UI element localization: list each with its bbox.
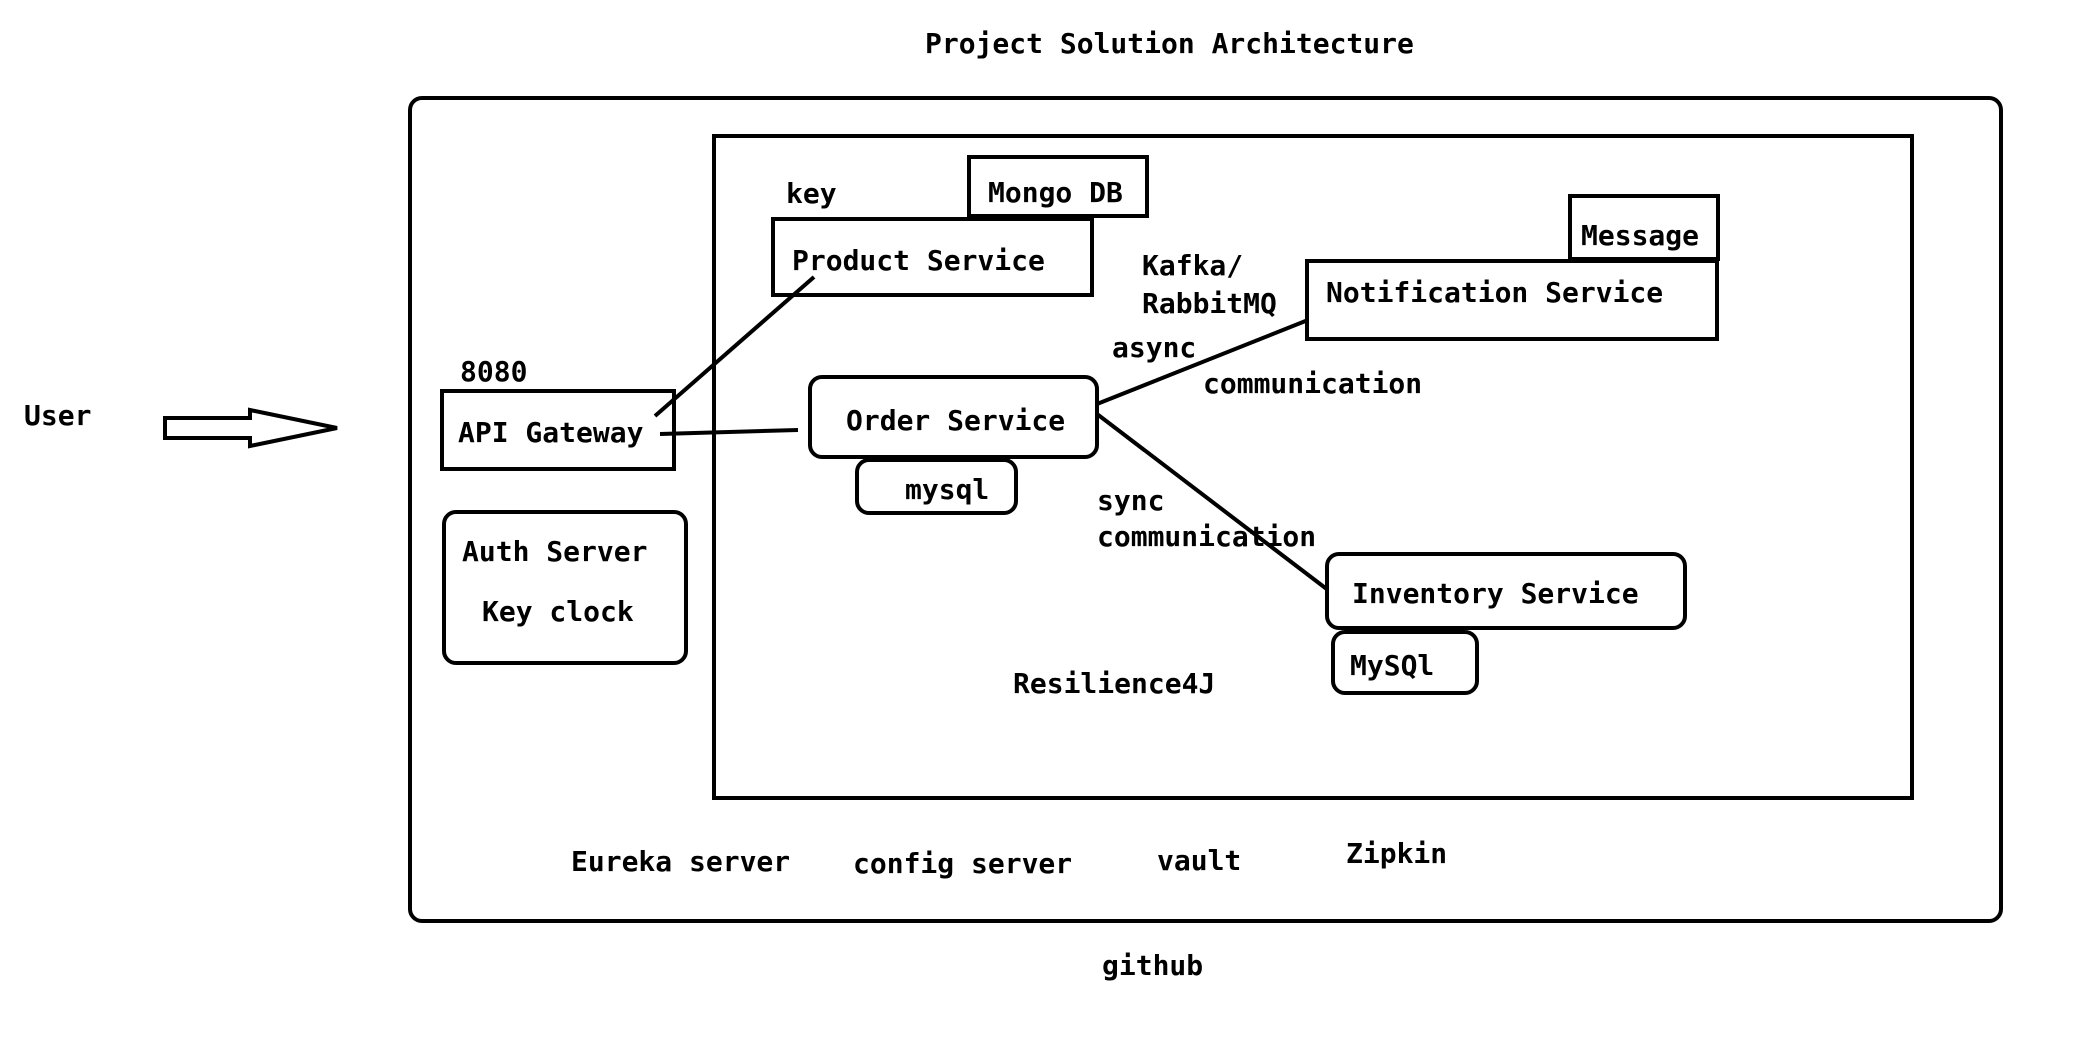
- notification-service-box: Notification Service: [1305, 259, 1719, 341]
- inventory-service-label: Inventory Service: [1352, 577, 1639, 610]
- services-container: [712, 134, 1914, 800]
- inventory-mysql-box: MySQl: [1331, 630, 1479, 695]
- auth-server-box: Auth Server Key clock: [442, 510, 688, 665]
- connector-order-inventory: [1095, 412, 1330, 592]
- order-mysql-box: mysql: [855, 458, 1018, 515]
- diagram-title: Project Solution Architecture: [925, 27, 1414, 60]
- connector-order-notification: [1096, 318, 1309, 406]
- user-arrow-icon: [163, 407, 338, 449]
- product-service-box: Product Service: [771, 217, 1094, 297]
- inventory-service-box: Inventory Service: [1325, 552, 1687, 630]
- message-label: Message: [1581, 219, 1700, 252]
- config-server-label: config server: [853, 847, 1073, 880]
- zipkin-label: Zipkin: [1346, 837, 1448, 870]
- notification-service-label: Notification Service: [1326, 276, 1664, 309]
- vault-label: vault: [1157, 844, 1242, 877]
- broker-label-rabbitmq: RabbitMQ: [1142, 287, 1277, 320]
- gateway-port-label: 8080: [460, 355, 528, 388]
- api-gateway-box: API Gateway: [440, 389, 676, 471]
- sync-communication-label: communication: [1097, 520, 1317, 553]
- resilience4j-label: Resilience4J: [1013, 667, 1216, 700]
- user-label: User: [24, 399, 92, 432]
- async-label: async: [1112, 331, 1197, 364]
- eureka-server-label: Eureka server: [571, 845, 791, 878]
- auth-server-label: Auth Server: [462, 535, 648, 568]
- keycloak-label: Key clock: [482, 595, 634, 628]
- product-service-label: Product Service: [792, 244, 1045, 277]
- async-communication-label: communication: [1203, 367, 1423, 400]
- mongo-db-box: Mongo DB: [967, 155, 1149, 218]
- platform-container: [408, 96, 2003, 923]
- mongo-db-label: Mongo DB: [988, 176, 1123, 209]
- broker-label-kafka: Kafka/: [1142, 249, 1244, 282]
- order-service-label: Order Service: [846, 404, 1066, 437]
- order-service-box: Order Service: [808, 375, 1099, 459]
- order-mysql-label: mysql: [905, 473, 990, 506]
- product-key-label: key: [786, 177, 837, 210]
- inventory-mysql-label: MySQl: [1350, 649, 1435, 682]
- connector-gateway-product: [653, 275, 816, 418]
- api-gateway-label: API Gateway: [458, 416, 644, 449]
- message-box: Message: [1568, 194, 1720, 261]
- sync-label: sync: [1097, 484, 1165, 517]
- connector-gateway-order: [659, 428, 799, 436]
- github-label: github: [1102, 949, 1204, 982]
